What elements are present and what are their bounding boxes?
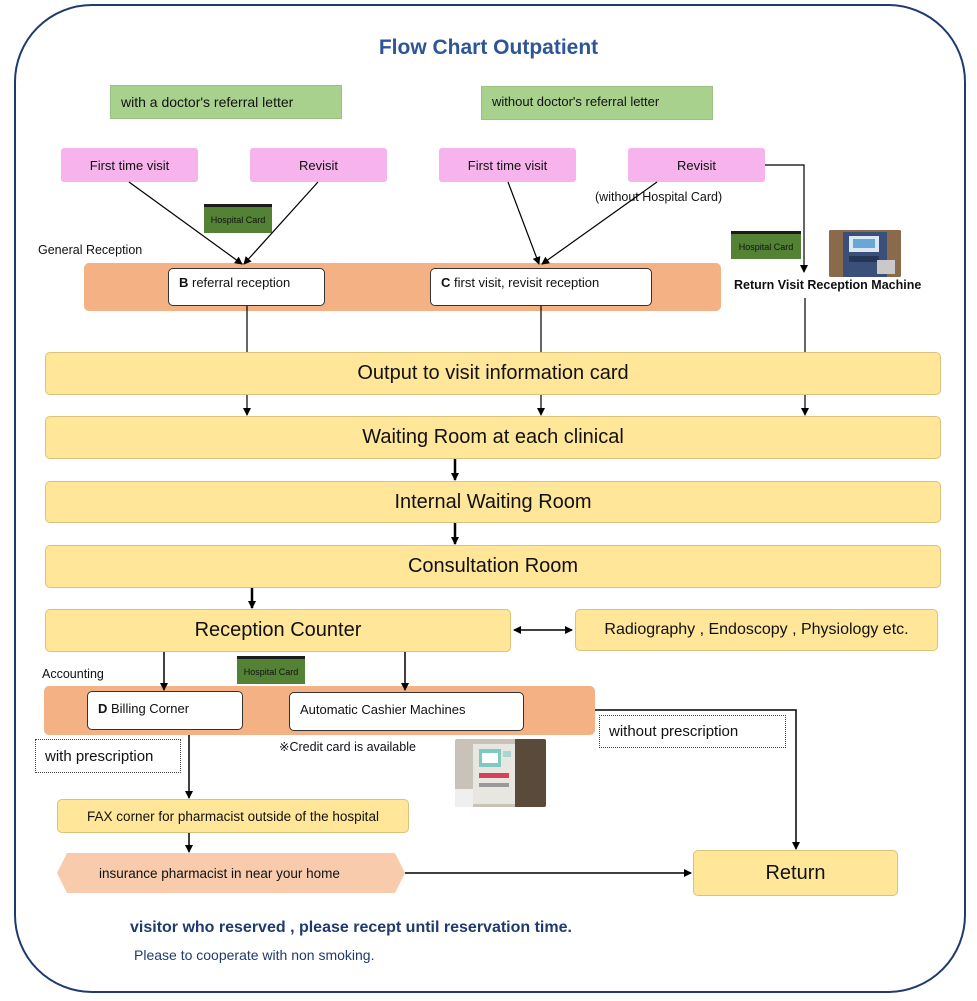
reservation-note: visitor who reserved , please recept unt… (130, 919, 572, 936)
output-visit-card-step: Output to visit information card (45, 352, 941, 395)
billing-d-text: Billing Corner (107, 701, 190, 716)
hospital-card-text: Hospital Card (738, 241, 794, 252)
smoking-note: Please to cooperate with non smoking. (134, 947, 375, 963)
accounting-label: Accounting (42, 667, 104, 681)
reception-counter-step: Reception Counter (45, 609, 511, 652)
reception-c-text: first visit, revisit reception (450, 275, 600, 290)
revisit-no-referral: Revisit (628, 148, 765, 182)
first-visit-reception-box: C first visit, revisit reception (430, 268, 652, 306)
return-visit-machine-label: Return Visit Reception Machine (734, 278, 922, 292)
with-prescription-label: with prescription (35, 739, 181, 773)
first-visit-no-referral: First time visit (439, 148, 576, 182)
exams-step: Radiography , Endoscopy , Physiology etc… (575, 609, 938, 651)
hospital-card-icon: Hospital Card (204, 204, 272, 233)
general-reception-label: General Reception (38, 243, 143, 257)
billing-corner-box: D Billing Corner (87, 691, 243, 730)
cashier-machines-box: Automatic Cashier Machines (289, 692, 524, 731)
internal-waiting-step: Internal Waiting Room (45, 481, 941, 523)
fax-corner-step: FAX corner for pharmacist outside of the… (57, 799, 409, 833)
billing-d-letter: D (98, 701, 108, 716)
hospital-card-icon: Hospital Card (237, 656, 305, 684)
with-referral-label: with a doctor's referral letter (110, 85, 342, 119)
return-step: Return (693, 850, 898, 896)
hospital-card-icon: Hospital Card (731, 231, 801, 259)
reception-b-text: referral reception (188, 275, 291, 290)
hospital-card-text: Hospital Card (243, 666, 299, 677)
without-card-note: (without Hospital Card) (595, 190, 723, 204)
pharmacist-step: insurance pharmacist in near your home (57, 853, 405, 893)
first-visit-referral: First time visit (61, 148, 198, 182)
outer-frame (14, 4, 966, 993)
reception-b-letter: B (179, 275, 189, 290)
credit-card-note: ※Credit card is available (279, 740, 416, 754)
hospital-card-text: Hospital Card (210, 215, 266, 225)
consultation-step: Consultation Room (45, 545, 941, 588)
without-prescription-label: without prescription (599, 715, 786, 748)
referral-reception-box: B referral reception (168, 268, 325, 306)
reception-machine-photo-icon (829, 230, 901, 277)
page-title: Flow Chart Outpatient (378, 36, 599, 59)
waiting-room-step: Waiting Room at each clinical (45, 416, 941, 459)
reception-c-letter: C (441, 275, 451, 290)
revisit-referral: Revisit (250, 148, 387, 182)
pharmacist-text: insurance pharmacist in near your home (99, 865, 340, 881)
without-referral-label: without doctor's referral letter (481, 86, 713, 120)
cashier-machine-photo-icon (455, 739, 546, 807)
